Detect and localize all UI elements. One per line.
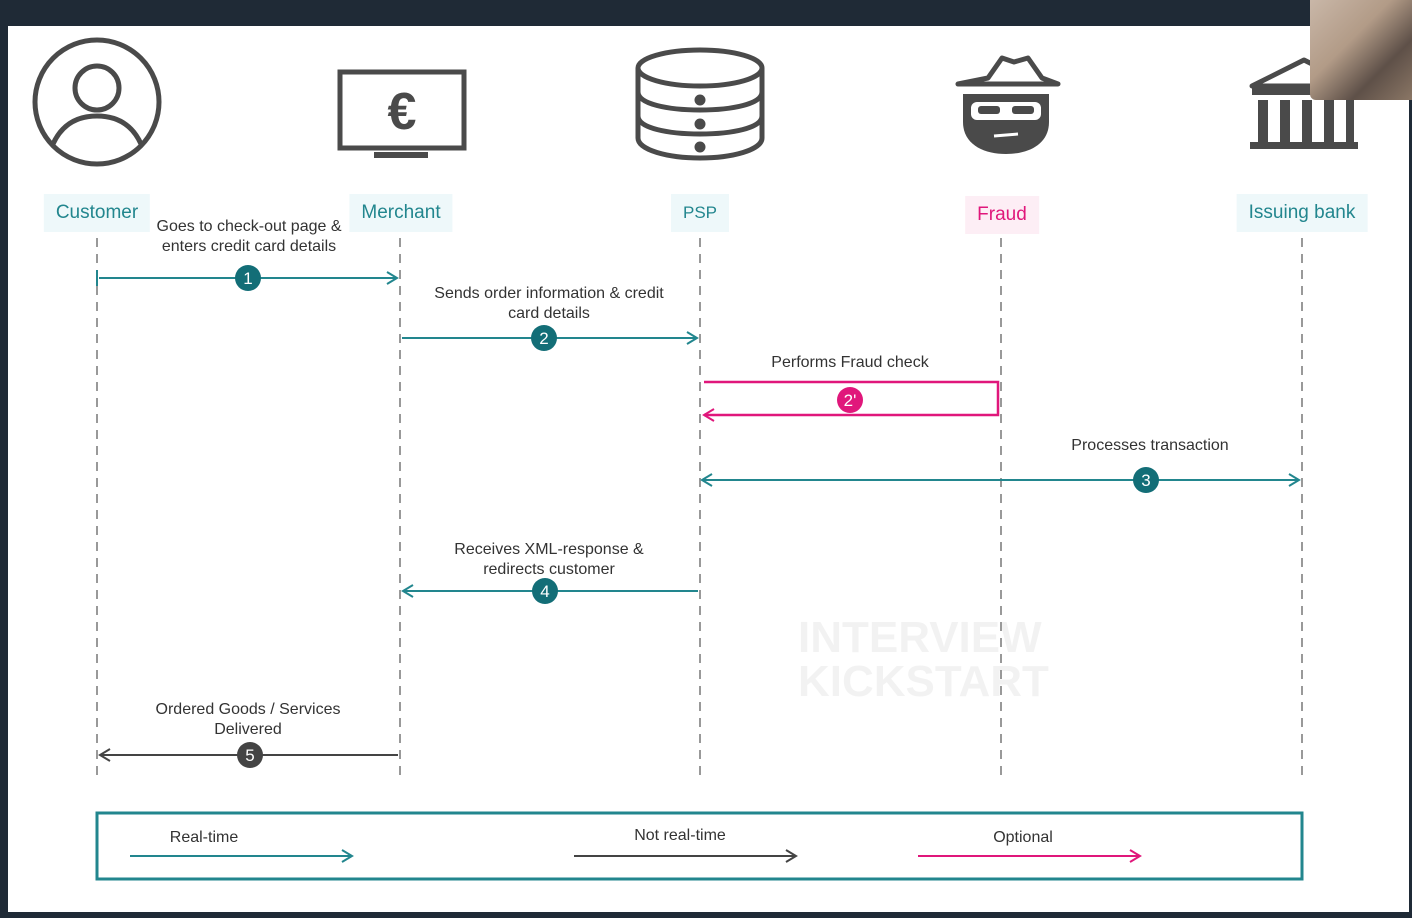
slide: INTERVIEW KICKSTART € (8, 26, 1409, 912)
database-icon (635, 47, 765, 161)
message-3-text: Processes transaction (1071, 437, 1229, 454)
sequence-diagram: € (32, 37, 1359, 881)
actor-label-fraud: Fraud (965, 196, 1039, 234)
legend-box (95, 811, 1304, 881)
legend-real-time-label: Real-time (169, 829, 239, 846)
message-1-text: Goes to check-out page & enters credit c… (156, 218, 342, 255)
legend-not-real-time-label: Not real-time (634, 827, 726, 844)
actor-label-issuing-bank: Issuing bank (1236, 194, 1368, 232)
step-badge-3: 3 (1133, 467, 1159, 493)
fraudster-icon (955, 55, 1061, 154)
svg-text:€: € (388, 83, 417, 141)
step-badge-label-0: 1 (243, 269, 252, 288)
message-4-text: Receives XML-response & redirects custom… (454, 541, 644, 578)
step-badge-1: 2 (531, 325, 557, 351)
user-icon (32, 37, 162, 167)
webcam-overlay (1310, 0, 1412, 100)
step-badge-label-1: 2 (539, 329, 548, 348)
step-badge-label-4: 4 (540, 582, 549, 601)
legend-optional-label: Optional (993, 829, 1053, 846)
message-5-text: Ordered Goods / Services Delivered (155, 701, 341, 738)
step-badge-label-3: 3 (1141, 471, 1150, 490)
step-badge-4: 4 (532, 578, 558, 604)
message-arrow-2 (702, 380, 1000, 422)
actor-label-merchant: Merchant (349, 194, 453, 232)
step-badge-label-5: 5 (245, 746, 254, 765)
step-badge-label-2: 2' (844, 391, 857, 410)
step-badge-2: 2' (837, 387, 863, 413)
actor-label-psp: PSP (670, 194, 730, 232)
message-2prime-text: Performs Fraud check (771, 354, 929, 371)
bank-icon (1249, 57, 1359, 149)
step-badge-5: 5 (237, 742, 263, 768)
message-2-text: Sends order information & credit card de… (434, 285, 664, 322)
euro-monitor-icon: € (337, 69, 467, 158)
actor-label-customer: Customer (43, 194, 151, 232)
step-badge-0: 1 (235, 265, 261, 291)
